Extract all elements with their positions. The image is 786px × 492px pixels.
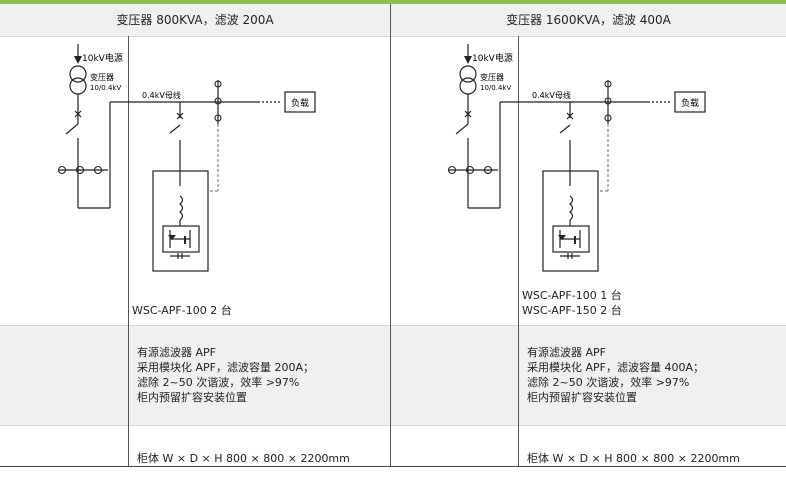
load-label: 负载: [291, 97, 309, 109]
bus-label: 0.4kV母线: [142, 90, 181, 100]
transformer-ratio: 10/0.4kV: [90, 84, 121, 92]
column-divider: [128, 36, 129, 466]
single-line-diagram-1: 负载 10kV电源 变压器 10/0.4kV 0.4kV母线: [57, 44, 316, 272]
transformer-label: 变压器: [480, 72, 504, 82]
column-header-2: 变压器 1600KVA，滤波 400A: [391, 4, 786, 37]
transformer-label: 变压器: [90, 72, 114, 82]
source-label: 10kV电源: [472, 52, 513, 64]
column-header-1: 变压器 800KVA，滤波 200A: [0, 4, 390, 37]
load-label: 负载: [681, 97, 699, 109]
desc-line: 滤除 2~50 次谐波，效率 >97%: [527, 376, 690, 389]
transformer-ratio: 10/0.4kV: [480, 84, 511, 92]
table-bottom-border: [0, 466, 786, 467]
row-divider: [0, 325, 786, 326]
model-line-1: WSC-APF-100 1 台: [522, 289, 622, 302]
desc-line: 有源滤波器 APF: [527, 346, 606, 359]
single-line-diagram-2: 负载 10kV电源 变压器 10/0.4kV 0.4kV母线: [447, 44, 706, 272]
desc-line: 采用模块化 APF，滤波容量 400A；: [527, 361, 704, 374]
description-band: [0, 325, 786, 425]
column-divider: [518, 36, 519, 466]
top-accent-bar: [0, 0, 786, 4]
cabinet-size: 柜体 W × D × H 800 × 800 × 2200mm: [137, 452, 350, 465]
column-divider: [390, 4, 391, 466]
model-line-2: WSC-APF-150 2 台: [522, 304, 622, 317]
desc-line: 采用模块化 APF，滤波容量 200A；: [137, 361, 314, 374]
model-line-1: WSC-APF-100 2 台: [132, 304, 232, 317]
source-label: 10kV电源: [82, 52, 123, 64]
desc-line: 柜内预留扩容安装位置: [137, 391, 247, 404]
desc-line: 柜内预留扩容安装位置: [527, 391, 637, 404]
desc-line: 有源滤波器 APF: [137, 346, 216, 359]
bus-label: 0.4kV母线: [532, 90, 571, 100]
desc-line: 滤除 2~50 次谐波，效率 >97%: [137, 376, 300, 389]
row-divider: [0, 425, 786, 426]
cabinet-size: 柜体 W × D × H 800 × 800 × 2200mm: [527, 452, 740, 465]
